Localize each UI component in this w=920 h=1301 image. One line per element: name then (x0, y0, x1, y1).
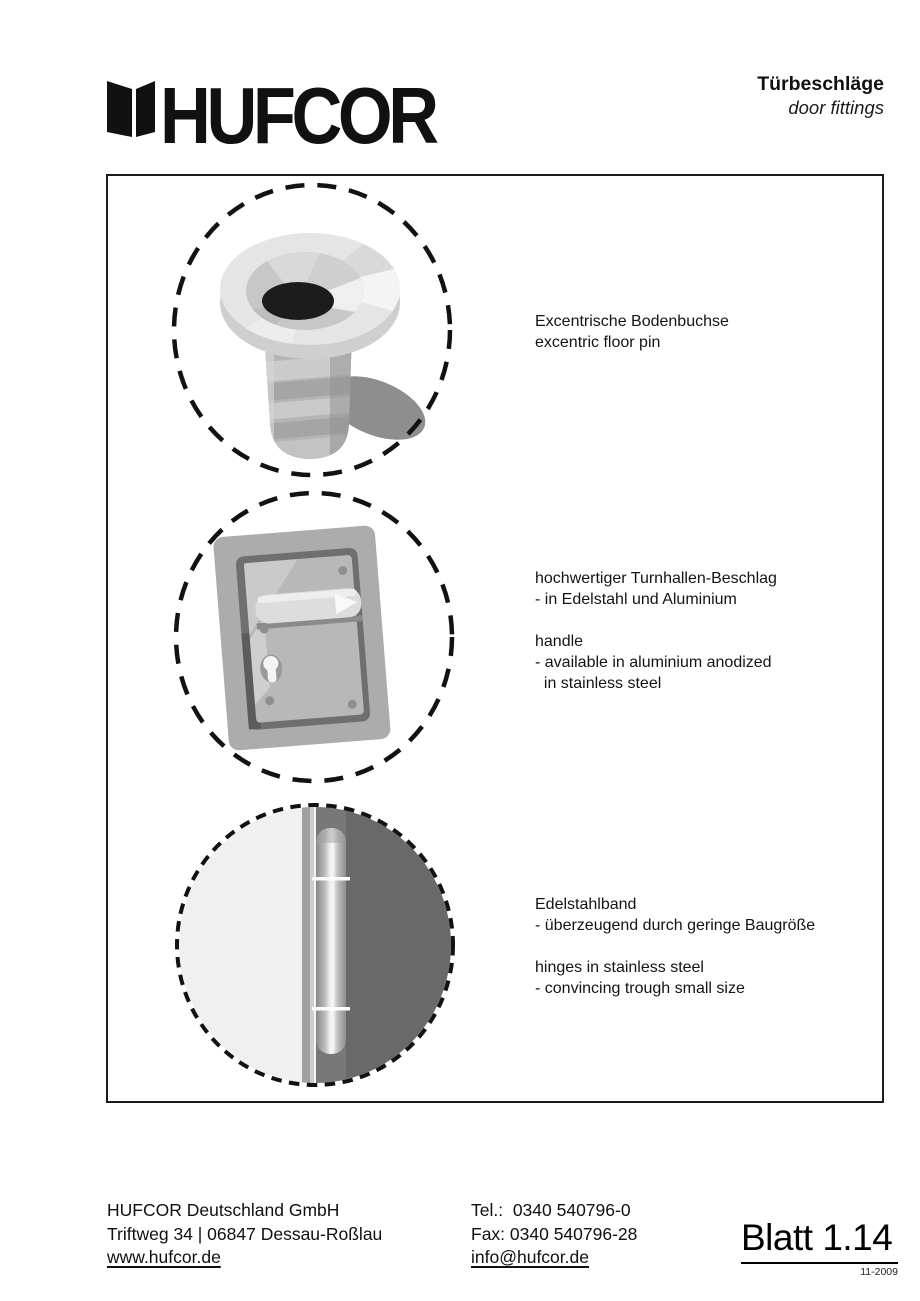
description-line (535, 610, 777, 631)
sheet-number-block: Blatt 1.14 11-2009 (741, 1219, 898, 1278)
description-line: - convincing trough small size (535, 980, 745, 997)
description-line: excentric floor pin (535, 334, 661, 351)
hinge-illustration (175, 803, 455, 1087)
document-title: Türbeschläge door fittings (757, 72, 884, 120)
title-english: door fittings (788, 97, 884, 118)
description-line: hinges in stainless steel (535, 959, 704, 976)
description-line: - in Edelstahl und Aluminium (535, 591, 737, 608)
email-link[interactable]: info@hufcor.de (471, 1247, 589, 1267)
description-line: - available in aluminium anodized (535, 654, 772, 671)
phone-number: Tel.: 0340 540796-0 (471, 1200, 631, 1220)
website-link[interactable]: www.hufcor.de (107, 1247, 221, 1267)
handle-illustration (173, 490, 455, 784)
footer-contact-block: Tel.: 0340 540796-0 Fax: 0340 540796-28 … (471, 1199, 637, 1270)
company-name: HUFCOR Deutschland GmbH (107, 1200, 340, 1220)
sheet-date: 11-2009 (860, 1266, 898, 1278)
hufcor-logo-icon (107, 81, 155, 137)
title-german: Türbeschläge (757, 73, 884, 95)
description-line (535, 936, 815, 957)
description-line: Excentrische Bodenbuchse (535, 313, 729, 330)
description-line: Edelstahlband (535, 896, 637, 913)
hufcor-logo-text: HUFCOR (160, 71, 439, 160)
company-address: Triftweg 34 | 06847 Dessau-Roßlau (107, 1223, 383, 1244)
description-line: - überzeugend durch geringe Baugröße (535, 917, 816, 934)
sheet-number: Blatt 1.14 (741, 1219, 898, 1264)
fax-number: Fax: 0340 540796-28 (471, 1223, 638, 1244)
floor-pin-description: Excentrische Bodenbuchse excentric floor… (535, 311, 729, 353)
footer-company-block: HUFCOR Deutschland GmbH Triftweg 34 | 06… (107, 1199, 382, 1270)
handle-description: hochwertiger Turnhallen-Beschlag - in Ed… (535, 568, 777, 694)
description-line: in stainless steel (535, 675, 662, 692)
floor-pin-illustration (171, 182, 453, 478)
description-line: handle (535, 633, 584, 650)
hinge-description: Edelstahlband - überzeugend durch gering… (535, 894, 815, 999)
description-line: hochwertiger Turnhallen-Beschlag (535, 570, 777, 587)
